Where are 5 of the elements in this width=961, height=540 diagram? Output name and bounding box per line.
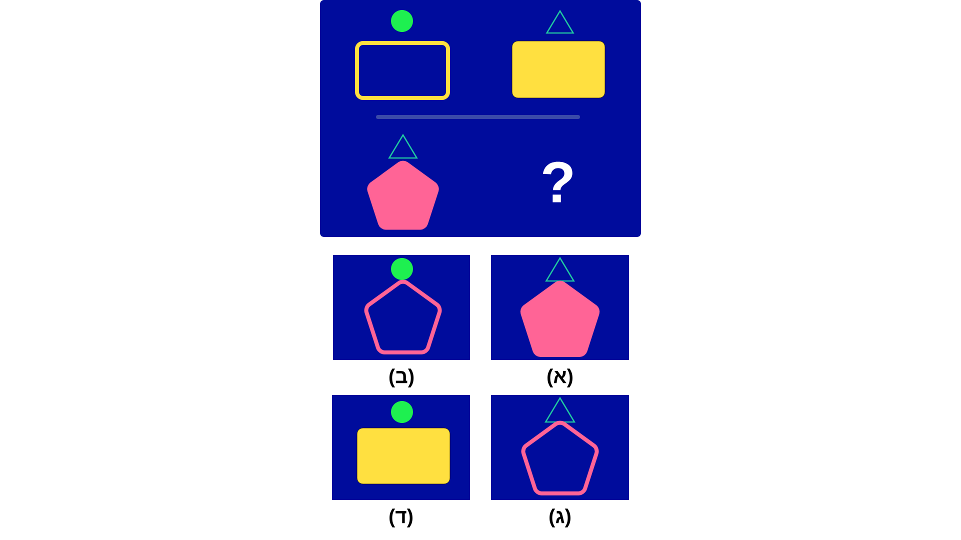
option-label: (ג) [550, 508, 570, 528]
option-label: (ד) [390, 508, 412, 528]
option-label: (א) [548, 368, 572, 388]
option-label: (ב) [389, 368, 414, 388]
question-mark: ? [542, 162, 572, 202]
